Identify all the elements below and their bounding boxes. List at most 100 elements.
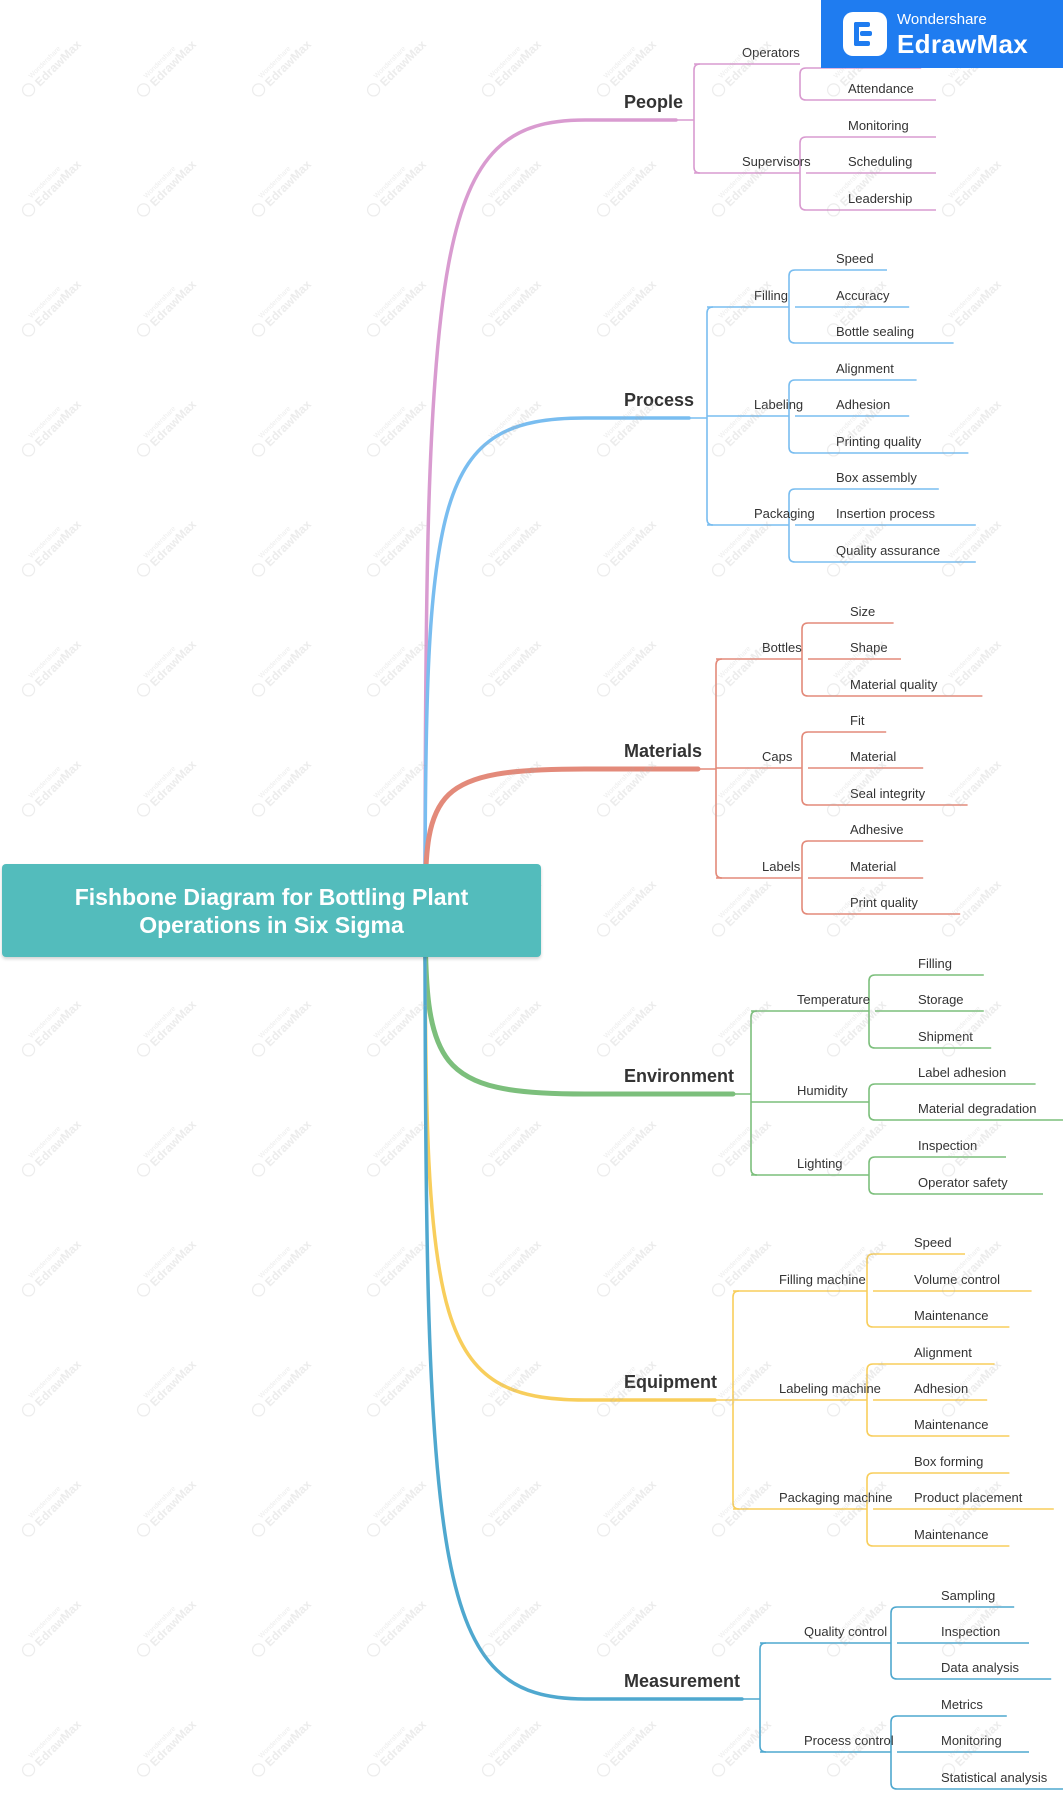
cause-process-control: Process control — [804, 1733, 894, 1748]
leaf-bracket-quality-control — [890, 1606, 898, 1680]
subcause-speed: Speed — [836, 251, 874, 266]
cause-lighting: Lighting — [797, 1156, 843, 1171]
subcause-scheduling: Scheduling — [848, 154, 912, 169]
leaf-bracket-bottles — [801, 622, 809, 697]
root-topic[interactable]: Fishbone Diagram for Bottling Plant Oper… — [2, 864, 541, 957]
bracket-people — [693, 70, 701, 174]
subcause-box-assembly: Box assembly — [836, 470, 917, 485]
leaf-bracket-caps — [801, 731, 809, 806]
bracket-measurement — [759, 1649, 767, 1753]
subcause-operator-safety: Operator safety — [918, 1175, 1008, 1190]
subcause-inspection: Inspection — [941, 1624, 1000, 1639]
cause-packaging: Packaging — [754, 506, 815, 521]
bracket-top-measurement — [759, 1642, 767, 1650]
subcause-alignment: Alignment — [914, 1345, 972, 1360]
subcause-box-forming: Box forming — [914, 1454, 983, 1469]
subcause-product-placement: Product placement — [914, 1490, 1023, 1505]
leaf-bracket-temperature — [868, 974, 876, 1049]
leaf-bracket-process-control — [890, 1715, 898, 1790]
subcause-bottle-sealing: Bottle sealing — [836, 324, 914, 339]
leaf-bracket-operators — [799, 67, 807, 101]
bracket-top-environment — [750, 1010, 758, 1018]
branch-line-equipment — [423, 908, 717, 1402]
subcause-leadership: Leadership — [848, 191, 912, 206]
leaf-bracket-filling-machine — [866, 1253, 874, 1328]
category-people: People — [624, 92, 683, 112]
node-labels: PeopleOperatorsTrainingAttendanceSupervi… — [624, 45, 1048, 1785]
subcause-attendance: Attendance — [848, 81, 914, 96]
cause-temperature: Temperature — [797, 992, 870, 1007]
cause-humidity: Humidity — [797, 1083, 848, 1098]
category-measurement: Measurement — [624, 1671, 740, 1691]
subcause-alignment: Alignment — [836, 361, 894, 376]
subcause-maintenance: Maintenance — [914, 1417, 988, 1432]
bracket-top-people — [693, 63, 701, 71]
category-materials: Materials — [624, 741, 702, 761]
brand-badge[interactable]: Wondershare EdrawMax — [821, 0, 1063, 68]
cause-operators: Operators — [742, 45, 800, 60]
cause-quality-control: Quality control — [804, 1624, 887, 1639]
subcause-adhesion: Adhesion — [836, 397, 890, 412]
diagram-title: Fishbone Diagram for Bottling Plant Oper… — [74, 883, 469, 938]
category-equipment: Equipment — [624, 1372, 717, 1392]
subcause-material-degradation: Material degradation — [918, 1101, 1037, 1116]
branch-line-people — [423, 118, 678, 912]
bracket-top-equipment — [732, 1290, 740, 1298]
subcause-printing-quality: Printing quality — [836, 434, 922, 449]
brand-maker: Wondershare — [897, 10, 987, 28]
subcause-adhesion: Adhesion — [914, 1381, 968, 1396]
leaf-bracket-packaging-machine — [866, 1472, 874, 1547]
bracket-equipment — [732, 1297, 740, 1510]
cause-labeling: Labeling — [754, 397, 803, 412]
brand-product: EdrawMax — [897, 28, 1029, 59]
leaf-bracket-filling — [788, 269, 796, 344]
edrawmax-logo-icon — [843, 12, 887, 56]
leaf-bracket-labeling-machine — [866, 1363, 874, 1437]
subcause-storage: Storage — [918, 992, 964, 1007]
subcause-print-quality: Print quality — [850, 895, 918, 910]
subcause-material-quality: Material quality — [850, 677, 938, 692]
leaf-bracket-supervisors — [799, 136, 807, 211]
subcause-statistical-analysis: Statistical analysis — [941, 1770, 1048, 1785]
cause-labels: Labels — [762, 859, 801, 874]
subcause-fit: Fit — [850, 713, 865, 728]
category-process: Process — [624, 390, 694, 410]
cause-supervisors: Supervisors — [742, 154, 811, 169]
subcause-data-analysis: Data analysis — [941, 1660, 1020, 1675]
subcause-accuracy: Accuracy — [836, 288, 890, 303]
bracket-process — [706, 313, 714, 526]
cause-labeling-machine: Labeling machine — [779, 1381, 881, 1396]
subcause-inspection: Inspection — [918, 1138, 977, 1153]
leaf-bracket-humidity — [868, 1083, 876, 1121]
branch-line-measurement — [423, 908, 744, 1701]
subcause-material: Material — [850, 859, 896, 874]
subcause-metrics: Metrics — [941, 1697, 983, 1712]
subcause-filling: Filling — [918, 956, 952, 971]
bracket-materials — [715, 665, 723, 879]
subcause-shipment: Shipment — [918, 1029, 973, 1044]
subcause-insertion-process: Insertion process — [836, 506, 935, 521]
subcause-label-adhesion: Label adhesion — [918, 1065, 1006, 1080]
cause-caps: Caps — [762, 749, 793, 764]
leaf-bracket-labels — [801, 840, 809, 915]
subcause-monitoring: Monitoring — [848, 118, 909, 133]
leaf-bracket-labeling — [788, 379, 796, 454]
bracket-top-process — [706, 306, 714, 314]
bracket-environment — [750, 1017, 758, 1176]
cause-packaging-machine: Packaging machine — [779, 1490, 892, 1505]
subcause-sampling: Sampling — [941, 1588, 995, 1603]
cause-bottles: Bottles — [762, 640, 802, 655]
branch-line-process — [423, 416, 691, 912]
subcause-shape: Shape — [850, 640, 888, 655]
subcause-size: Size — [850, 604, 875, 619]
subcause-volume-control: Volume control — [914, 1272, 1000, 1287]
connector-lines — [422, 63, 1063, 1790]
subcause-material: Material — [850, 749, 896, 764]
cause-filling-machine: Filling machine — [779, 1272, 866, 1287]
subcause-adhesive: Adhesive — [850, 822, 903, 837]
subcause-speed: Speed — [914, 1235, 952, 1250]
subcause-maintenance: Maintenance — [914, 1527, 988, 1542]
cause-filling: Filling — [754, 288, 788, 303]
leaf-bracket-lighting — [868, 1156, 876, 1195]
